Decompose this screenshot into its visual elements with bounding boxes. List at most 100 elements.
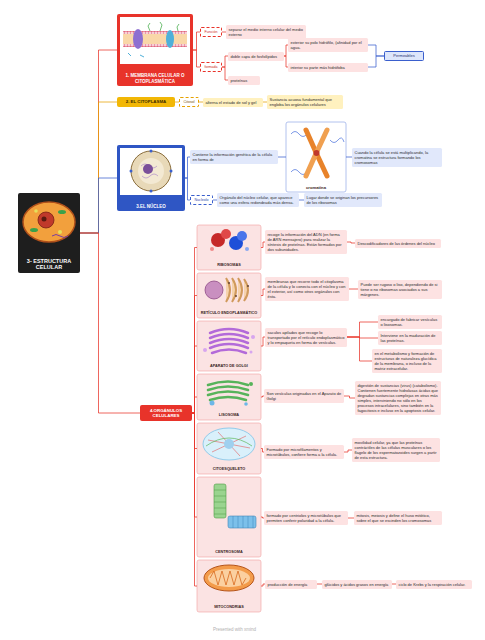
- node-text: proteínas: [231, 78, 258, 83]
- nucleus-card-art: [117, 145, 185, 211]
- note-box: en el metabolismo y formación de estruct…: [372, 349, 442, 373]
- relation-tag: Nucleolo: [190, 195, 213, 204]
- note-box: Cuando la célula se está multiplicando, …: [352, 148, 442, 167]
- note-box: Formado por microfilamentos y microtúbul…: [264, 445, 344, 459]
- node-text: en el metabolismo y formación de estruct…: [375, 351, 440, 371]
- note-box: movilidad celular, ya que las proteínas …: [352, 438, 440, 462]
- relation-tag: formada: [200, 62, 222, 71]
- note-box: exterior su polo hidrófilo, (afinidad po…: [288, 38, 368, 52]
- cytoskeleton-card-art: [203, 428, 255, 460]
- ribosome-card-art: [197, 225, 261, 270]
- golgi-card-art: [203, 348, 207, 352]
- mitochondria-card-art: [204, 565, 254, 591]
- node-text: MITOCONDRIAS: [199, 605, 259, 610]
- branch-connector: [347, 337, 372, 361]
- root-card-art: [52, 235, 68, 238]
- node-text: separar el medio interno celular del med…: [229, 27, 304, 37]
- node-text: 3.EL NÚCLEO: [119, 204, 183, 209]
- node-text: saculos apilados que recoge lo transport…: [268, 330, 345, 345]
- node-text: 3- ESTRUCTURA CELULAR: [20, 258, 78, 271]
- golgi-card-art: [210, 329, 248, 353]
- node-text: exterior su polo hidrófilo, (afinidad po…: [291, 40, 366, 50]
- organelle-card: APARATO DE GOLGI: [197, 321, 261, 371]
- note-box: mitosis, meiosis y define el huso mitóti…: [354, 511, 442, 525]
- ribosome-card-art: [210, 247, 214, 251]
- organelle-card: RETÍCULO ENDOPLASMÁTICO: [197, 273, 261, 318]
- branch-connector: [344, 396, 355, 398]
- node-text: ciclo de Krebs y la respiración celular.: [399, 582, 470, 587]
- chromatin-card-art: [306, 130, 327, 176]
- ribosome-card-art: [197, 225, 261, 270]
- root-card-art: [58, 230, 62, 234]
- node-text: 2. EL CITOPLASMA: [120, 99, 172, 104]
- chromatin-card-art: [286, 122, 346, 192]
- lysosome-card-art: [210, 401, 215, 406]
- node-text: 4.ORGÁNULOS CELULARES: [143, 408, 189, 419]
- watermark: Presented with xmind: [213, 627, 256, 632]
- nucleus-card-art: [130, 170, 133, 173]
- node-text: Formado por microfilamentos y microtúbul…: [267, 447, 342, 457]
- node-text: Interviene en la maduración de las prote…: [381, 333, 440, 343]
- note-box: Sustancia acuosa fundamental que engloba…: [267, 95, 343, 109]
- note-box: proteínas: [228, 76, 260, 85]
- mitochondria-card-art: [210, 571, 246, 585]
- membrane-card-art: [120, 17, 190, 64]
- branch-connector: [80, 102, 117, 233]
- note-box: doble capa de fosfolípidos: [228, 52, 284, 61]
- note-box: Orgánulo del núcleo celular, que aparece…: [217, 193, 299, 207]
- node-text: cromatina: [288, 185, 344, 190]
- note-box: alterna el estado de sol y gel: [203, 98, 263, 107]
- node-text: producción de energía: [268, 582, 315, 587]
- membrane-card-art: [123, 34, 187, 44]
- nucleus-card-art: [143, 164, 153, 174]
- node-text: mitosis, meiosis y define el huso mitóti…: [357, 513, 440, 523]
- root-card-art: [30, 228, 38, 232]
- nucleus-card-art: [120, 148, 182, 195]
- node-text: digestión de sustancias (virus) (catabol…: [358, 383, 439, 413]
- node-text: formada: [202, 65, 220, 69]
- node-text: Contiene la información genética de la c…: [193, 152, 276, 162]
- centrosome-card-art: [197, 477, 261, 557]
- note-box: Son vesículas originadas en el Aparato d…: [264, 389, 344, 403]
- membrane-card-art: [123, 44, 187, 47]
- membrane-card-art: [117, 14, 193, 86]
- centrosome-card-art: [197, 477, 261, 557]
- node-text: RIBOSOMAS: [199, 263, 259, 268]
- chromatin-card-art: [314, 150, 320, 156]
- node-text: Descodificadores de las órdenes del núcl…: [358, 241, 439, 246]
- node-text: alterna el estado de sol y gel: [206, 100, 261, 105]
- mitochondria-card-art: [197, 560, 261, 612]
- branch-connector: [368, 56, 384, 67]
- note-box: Lugar donde se originan los precursores …: [304, 193, 382, 207]
- reticulum-card-art: [228, 282, 230, 284]
- organelle-card: RIBOSOMAS: [197, 225, 261, 270]
- golgi-card-art: [197, 321, 261, 371]
- lysosome-card-art: [197, 374, 261, 420]
- node-text: Cuando la célula se está multiplicando, …: [355, 150, 440, 165]
- membrane-card-art: [123, 31, 187, 34]
- membrane-card-art: [128, 53, 144, 57]
- root-card-art: [38, 212, 54, 228]
- note-box: Contiene la información genética de la c…: [190, 150, 278, 164]
- nucleus-card-art: [150, 150, 153, 153]
- note-box: ciclo de Krebs y la respiración celular.: [396, 580, 472, 589]
- branch-connector: [192, 413, 197, 586]
- root-card-art: [18, 193, 80, 273]
- cytoskeleton-card-art: [197, 423, 261, 474]
- root-card-art: [23, 202, 75, 242]
- note-box: Puede ser rugoso o liso, dependiendo de …: [358, 280, 442, 299]
- ribosome-card-art: [245, 247, 249, 251]
- reticulum-card-art: [235, 295, 237, 297]
- node-text: Función: [202, 30, 220, 34]
- branch-connector: [80, 178, 117, 233]
- branch-connector: [193, 50, 200, 67]
- node-text: Puede ser rugoso o liso, dependiendo de …: [361, 282, 440, 297]
- node-text: Orgánulo del núcleo celular, que aparece…: [220, 195, 297, 205]
- reticulum-card-art: [247, 285, 249, 287]
- branch-connector: [80, 233, 140, 413]
- nucleus-card-art: [131, 151, 171, 191]
- lysosome-card-art: [249, 382, 253, 386]
- note-box: Interviene en la maduración de las prote…: [378, 331, 442, 345]
- centrosome-card-art: [233, 516, 253, 528]
- centrosome-card-art: [228, 516, 256, 528]
